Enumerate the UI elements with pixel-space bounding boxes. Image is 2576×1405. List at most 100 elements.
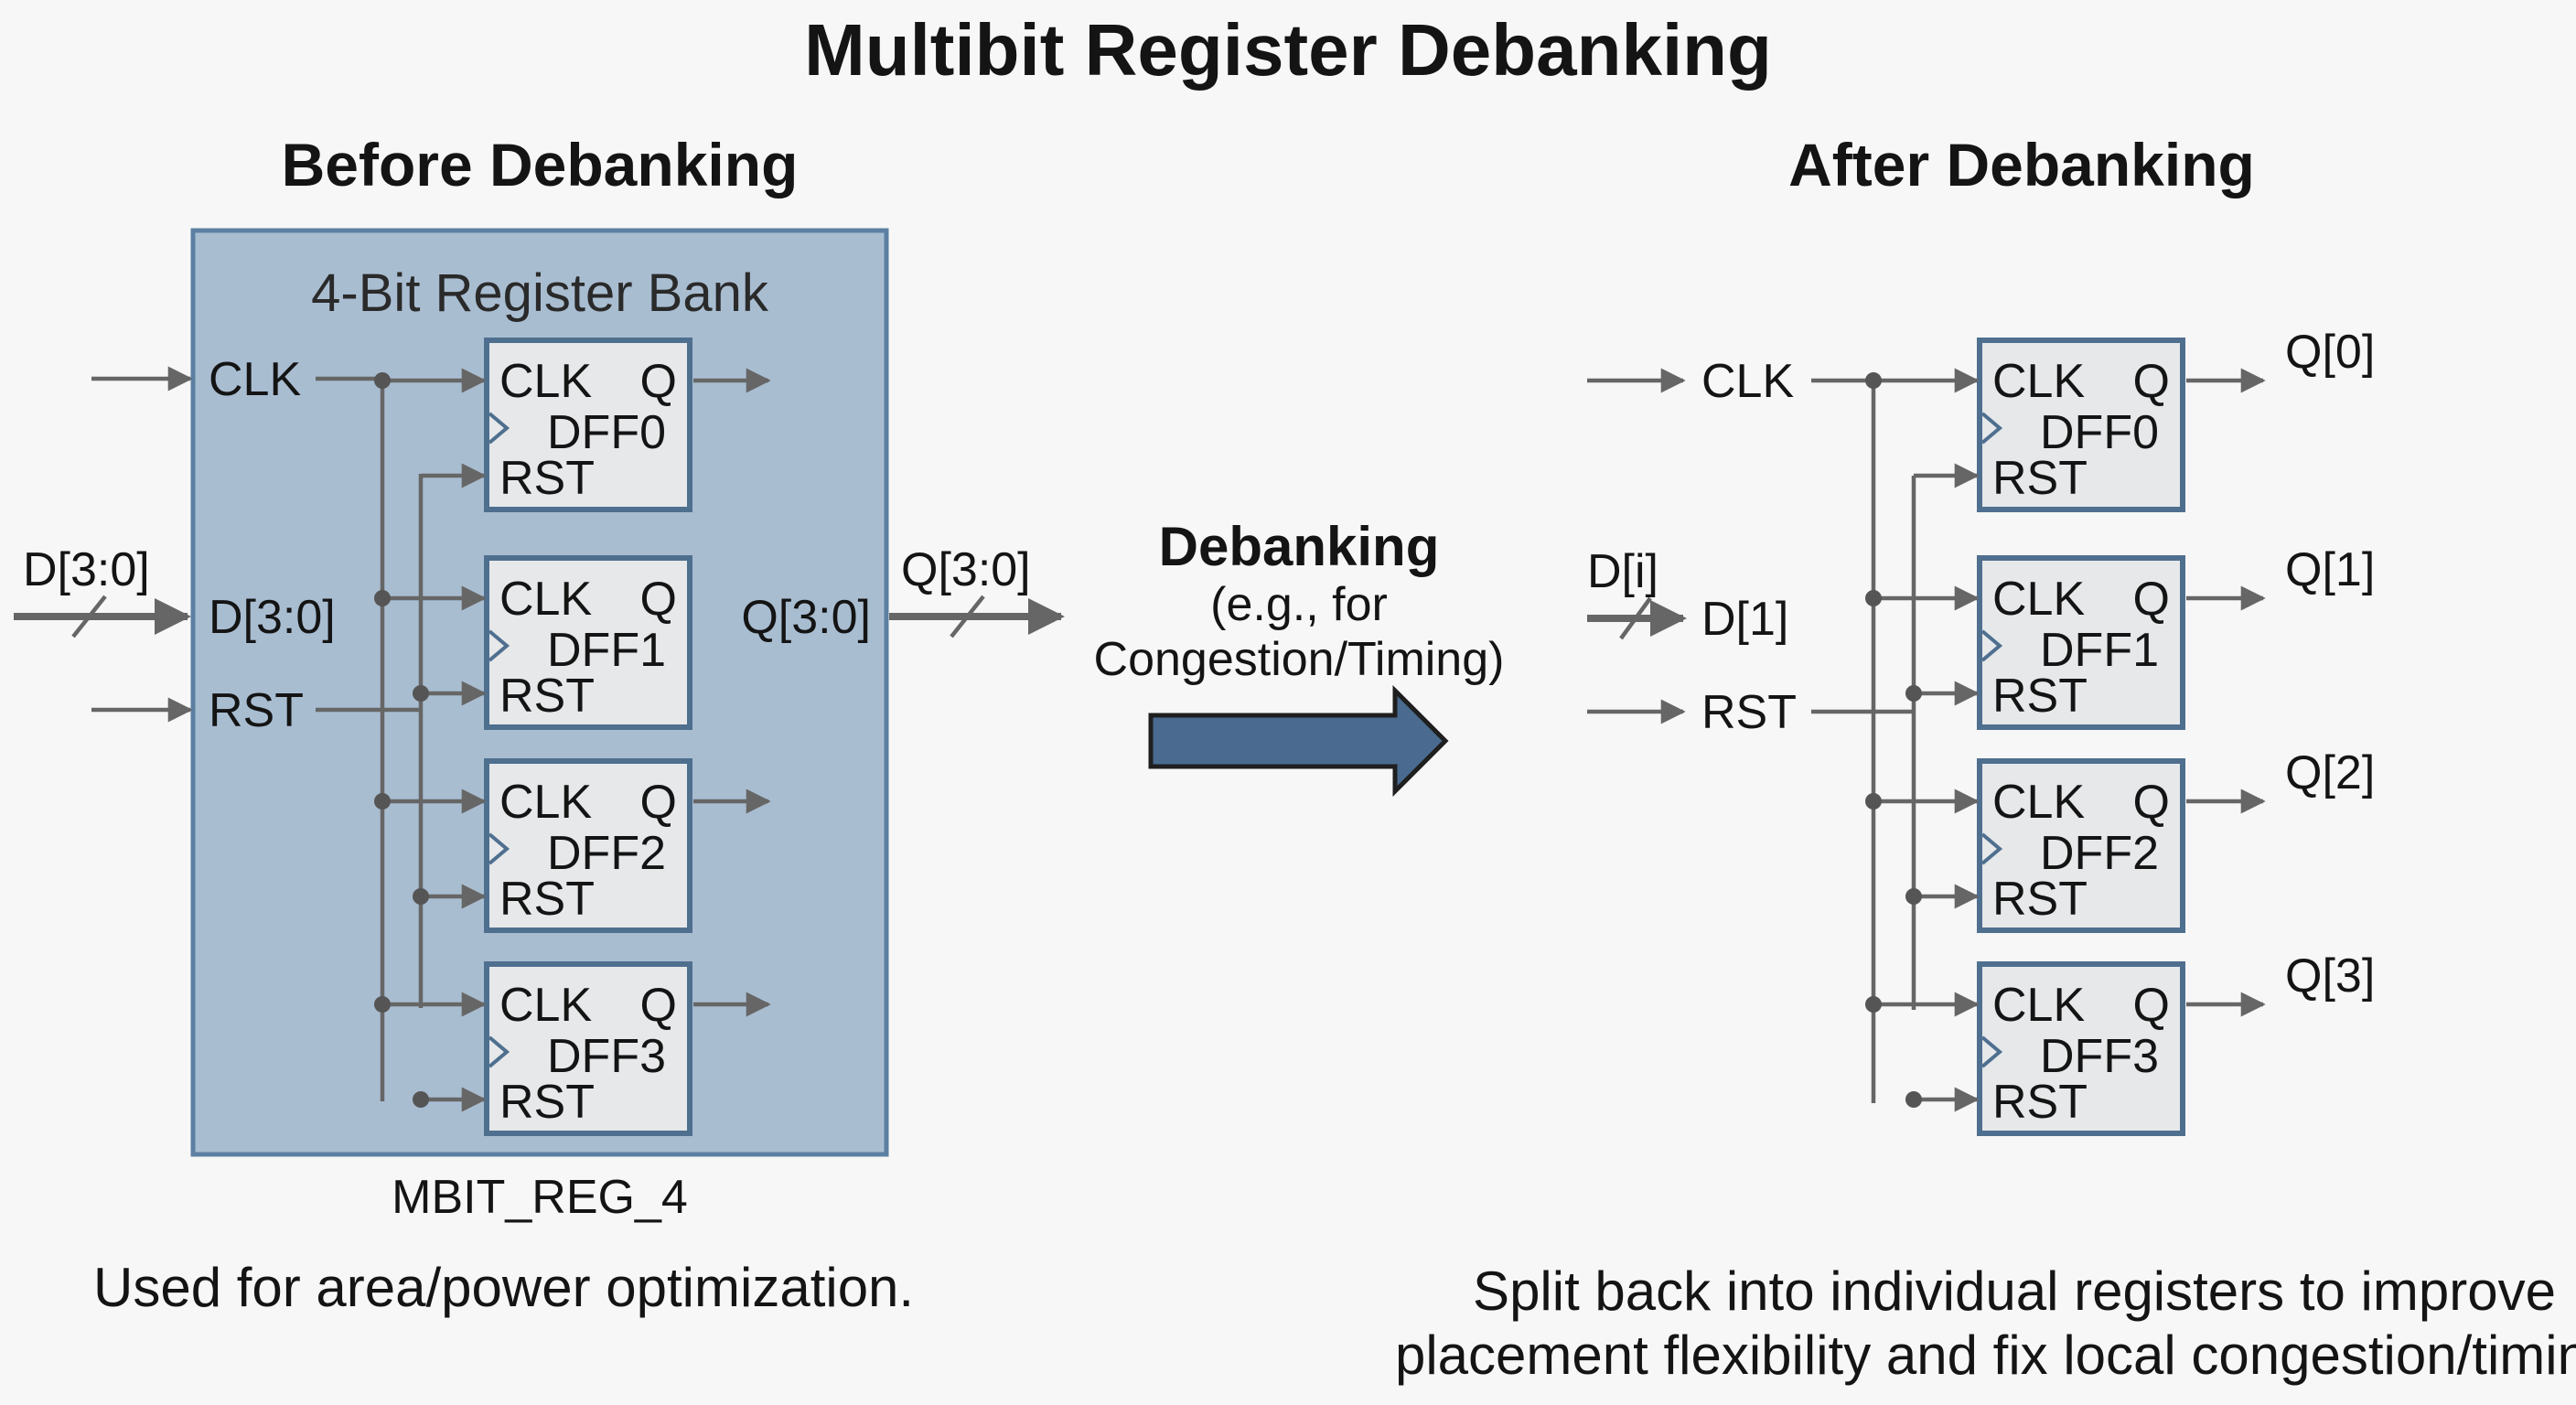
after-q-pin-2: Q: [2133, 776, 2170, 829]
after-caption-line2: placement flexibility and fix local cong…: [1395, 1325, 2576, 1386]
after-rst-junction-2: [1905, 888, 1922, 905]
bank-d-label: D[3:0]: [209, 591, 336, 644]
after-dff-box-1: [1977, 555, 2185, 730]
after-rst-pin-2: RST: [1992, 873, 2088, 926]
after-clk-junction-0: [1865, 372, 1882, 389]
after-q-output-label-3: Q[3]: [2285, 949, 2375, 1003]
d-bus-outer-label: D[3:0]: [23, 543, 150, 596]
after-clk-pin-0: CLK: [1992, 355, 2085, 408]
before-clock-edge-icon-1: [488, 629, 510, 662]
transform-sub1: (e.g., for: [1210, 578, 1388, 631]
after-clk-pin-2: CLK: [1992, 776, 2085, 829]
after-clk-label: CLK: [1701, 355, 1794, 408]
after-clock-edge-icon-1: [1980, 629, 2003, 662]
after-dff-box-0: [1977, 338, 2185, 512]
after-clk-pin-1: CLK: [1992, 573, 2085, 626]
before-rst-pin-2: RST: [499, 873, 595, 926]
after-d-outer-label: D[i]: [1587, 545, 1658, 598]
before-dff-box-2: [484, 758, 692, 933]
before-clk-junction-0: [374, 372, 391, 389]
before-dff-box-3: [484, 961, 692, 1136]
after-clock-edge-icon-3: [1980, 1035, 2003, 1068]
after-clock-edge-icon-2: [1980, 832, 2003, 865]
after-q-output-label-2: Q[2]: [2285, 746, 2375, 799]
before-clk-junction-1: [374, 590, 391, 606]
before-dff-name-3: DFF3: [547, 1030, 666, 1083]
before-dff-box-1: [484, 555, 692, 730]
before-clk-pin-0: CLK: [499, 355, 592, 408]
after-rst-pin-3: RST: [1992, 1076, 2088, 1129]
after-rst-pin-1: RST: [1992, 670, 2088, 723]
before-caption: Used for area/power optimization.: [93, 1257, 914, 1318]
after-dff-box-2: [1977, 758, 2185, 933]
transform-label: Debanking: [1159, 516, 1440, 577]
after-clock-edge-icon-0: [1980, 412, 2003, 445]
before-clock-edge-icon-0: [488, 412, 510, 445]
before-clk-pin-3: CLK: [499, 979, 592, 1032]
before-clk-junction-3: [374, 996, 391, 1013]
after-heading: After Debanking: [1788, 131, 2255, 198]
before-clk-pin-2: CLK: [499, 776, 592, 829]
before-heading: Before Debanking: [282, 131, 799, 198]
after-d-inner-label: D[1]: [1701, 593, 1788, 646]
after-rst-junction-1: [1905, 685, 1922, 702]
after-q-pin-0: Q: [2133, 355, 2170, 408]
after-caption-line1: Split back into individual registers to …: [1473, 1260, 2556, 1322]
before-rst-pin-0: RST: [499, 452, 595, 505]
before-dff-box-0: [484, 338, 692, 512]
before-q-pin-0: Q: [640, 355, 677, 408]
after-clk-junction-1: [1865, 590, 1882, 606]
d-bus-slash: [71, 595, 107, 638]
after-q-output-label-1: Q[1]: [2285, 543, 2375, 596]
after-dff-name-0: DFF0: [2040, 406, 2159, 459]
before-rst-pin-3: RST: [499, 1076, 595, 1129]
before-rst-junction-3: [413, 1091, 429, 1108]
before-rst-pin-1: RST: [499, 670, 595, 723]
after-dff-name-2: DFF2: [2040, 827, 2159, 880]
after-rst-pin-0: RST: [1992, 452, 2088, 505]
after-dff-name-3: DFF3: [2040, 1030, 2159, 1083]
q-bus-slash: [950, 595, 985, 638]
before-dff-name-2: DFF2: [547, 827, 666, 880]
before-q-pin-1: Q: [640, 573, 677, 626]
q-bus-outer-label: Q[3:0]: [901, 543, 1031, 596]
after-clk-junction-3: [1865, 996, 1882, 1013]
debanking-arrow: [1148, 684, 1449, 798]
after-dff-box-3: [1977, 961, 2185, 1136]
after-dff-name-1: DFF1: [2040, 624, 2159, 677]
before-q-pin-2: Q: [640, 776, 677, 829]
before-clock-edge-icon-3: [488, 1035, 510, 1068]
after-q-pin-1: Q: [2133, 573, 2170, 626]
before-dff-name-0: DFF0: [547, 406, 666, 459]
before-q-pin-3: Q: [640, 979, 677, 1032]
register-bank-label: 4-Bit Register Bank: [311, 263, 769, 323]
before-dff-name-1: DFF1: [547, 624, 666, 677]
before-clock-edge-icon-2: [488, 832, 510, 865]
after-d-slash: [1619, 596, 1652, 640]
after-clk-pin-3: CLK: [1992, 979, 2085, 1032]
before-rst-junction-2: [413, 888, 429, 905]
before-clk-pin-1: CLK: [499, 573, 592, 626]
bank-rst-label: RST: [209, 684, 304, 737]
after-rst-label: RST: [1701, 686, 1797, 739]
cell-name: MBIT_REG_4: [392, 1171, 688, 1224]
diagram-title: Multibit Register Debanking: [804, 9, 1772, 91]
before-rst-junction-1: [413, 685, 429, 702]
bank-clk-label: CLK: [209, 353, 301, 406]
before-clk-junction-2: [374, 793, 391, 810]
bank-q-label: Q[3:0]: [741, 591, 871, 644]
after-q-output-label-0: Q[0]: [2285, 326, 2375, 379]
transform-sub2: Congestion/Timing): [1094, 633, 1505, 686]
after-clk-junction-2: [1865, 793, 1882, 810]
